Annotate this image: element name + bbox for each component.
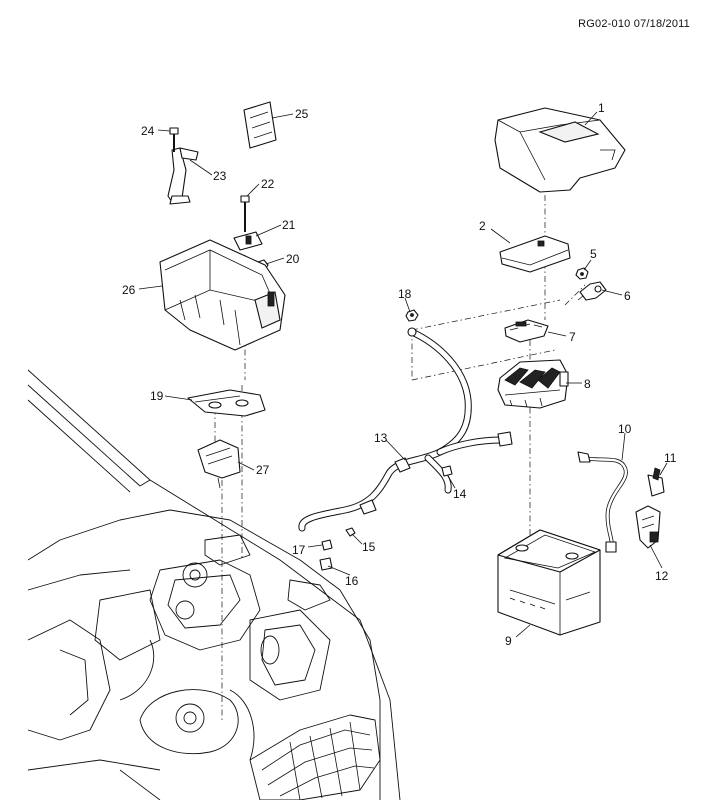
callout-18: 18 xyxy=(398,287,412,301)
callout-15: 15 xyxy=(362,540,376,554)
part-26-battery-tray xyxy=(159,239,286,351)
part-16-grommet xyxy=(319,557,333,571)
callout-6: 6 xyxy=(624,289,631,303)
callout-25: 25 xyxy=(295,107,309,121)
part-11-battery-clamp xyxy=(647,467,665,497)
callout-13: 13 xyxy=(374,431,388,445)
part-17-retainer xyxy=(321,539,333,551)
callout-5: 5 xyxy=(590,247,597,261)
callout-8: 8 xyxy=(584,377,591,391)
callout-9: 9 xyxy=(505,634,512,648)
part-7-fusible-link xyxy=(504,319,549,343)
part-25-insulator xyxy=(243,101,277,149)
callout-17: 17 xyxy=(292,543,306,557)
callout-23: 23 xyxy=(213,169,227,183)
callout-19: 19 xyxy=(150,389,164,403)
part-14-clip xyxy=(441,465,453,477)
part-1-battery-cover xyxy=(494,107,626,193)
part-12-hold-down-bracket xyxy=(635,505,661,549)
part-6-positive-terminal xyxy=(577,281,607,301)
part-5-nut xyxy=(575,267,589,280)
callout-24: 24 xyxy=(141,124,155,138)
callout-27: 27 xyxy=(256,463,270,477)
callout-22: 22 xyxy=(261,177,275,191)
callout-11: 11 xyxy=(664,451,677,465)
part-27-tray-support xyxy=(197,439,241,489)
callout-16: 16 xyxy=(345,574,359,588)
part-9-battery xyxy=(497,529,601,636)
part-21-retainer-bracket xyxy=(233,231,263,251)
leader-lines xyxy=(138,111,668,638)
part-19-tray-bracket xyxy=(187,389,266,417)
vehicle-engine-compartment xyxy=(27,369,401,800)
part-15-nut xyxy=(345,527,356,537)
part-13-positive-cable xyxy=(298,327,513,532)
callout-10: 10 xyxy=(618,422,632,436)
part-18-nut xyxy=(405,309,419,322)
part-22-bolt xyxy=(240,195,250,232)
callout-14: 14 xyxy=(453,487,467,501)
part-8-fuse-block xyxy=(497,359,569,409)
callout-1: 1 xyxy=(598,101,605,115)
part-24-bolt xyxy=(169,127,179,152)
callout-2: 2 xyxy=(479,219,486,233)
callout-labels: 1 2 5 6 7 8 9 10 11 12 13 14 15 16 17 18… xyxy=(122,101,677,648)
callout-12: 12 xyxy=(655,569,669,583)
callout-20: 20 xyxy=(286,252,300,266)
part-23-hold-down-strap xyxy=(167,147,199,205)
part-2-fuse-block-cover xyxy=(499,235,571,273)
callout-7: 7 xyxy=(569,330,576,344)
diagram-reference-code: RG02-010 07/18/2011 xyxy=(578,18,690,30)
part-10-negative-cable xyxy=(577,451,628,553)
callout-21: 21 xyxy=(282,218,296,232)
callout-26: 26 xyxy=(122,283,136,297)
